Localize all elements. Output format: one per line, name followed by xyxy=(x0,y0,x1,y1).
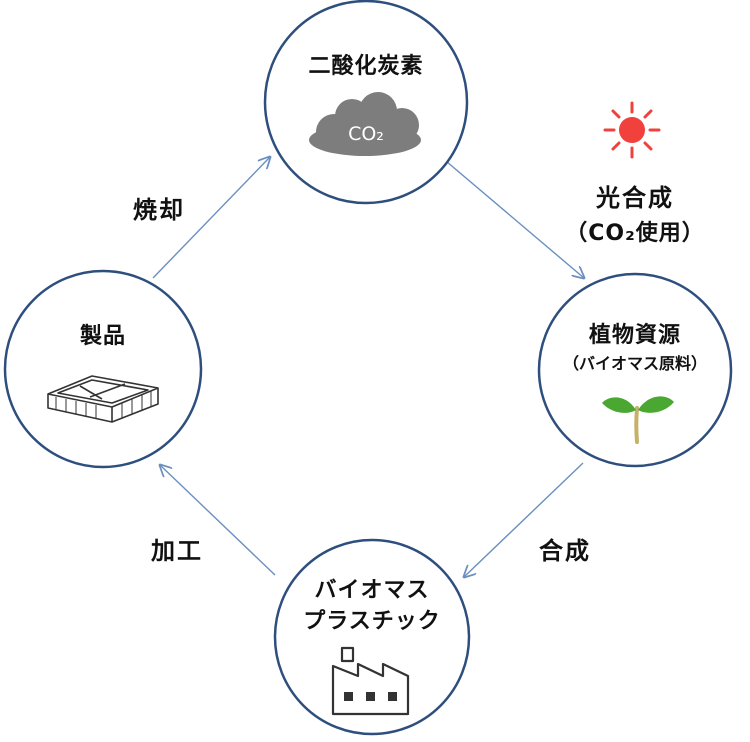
edge-processing-label: 加工 xyxy=(151,537,203,565)
node-plant-circle xyxy=(537,272,733,468)
node-co2-title: 二酸化炭素 xyxy=(308,54,424,79)
factory-windows xyxy=(344,692,397,701)
food-tray-icon xyxy=(47,375,159,423)
cloud-co2-text: CO₂ xyxy=(348,123,384,145)
edge-synthesis-label: 合成 xyxy=(539,537,591,565)
arrow-co2-to-plant xyxy=(439,155,584,278)
arrow-plant-to-plastic xyxy=(464,462,584,577)
node-product-title: 製品 xyxy=(79,324,126,349)
arrow-product-to-co2 xyxy=(152,157,270,279)
sprout-icon xyxy=(602,396,674,444)
factory-icon xyxy=(331,646,410,716)
cloud-icon xyxy=(309,92,421,156)
node-plastic-title-line2: プラスチック xyxy=(303,609,441,634)
node-product-circle xyxy=(3,269,203,469)
node-plastic-title-line1: バイオマス xyxy=(314,578,430,603)
node-plant-title: 植物資源 xyxy=(588,323,681,348)
edge-photosynthesis-sublabel: （CO₂使用） xyxy=(565,221,705,246)
sun-core xyxy=(619,117,645,143)
edge-photosynthesis-label: 光合成 xyxy=(596,184,674,212)
node-plastic-circle xyxy=(273,538,471,736)
sun-icon xyxy=(603,101,661,159)
edge-incineration-label: 焼却 xyxy=(133,196,185,224)
node-plant-subtitle: （バイオマス原料） xyxy=(562,354,707,373)
arrow-plastic-to-product xyxy=(160,465,276,576)
